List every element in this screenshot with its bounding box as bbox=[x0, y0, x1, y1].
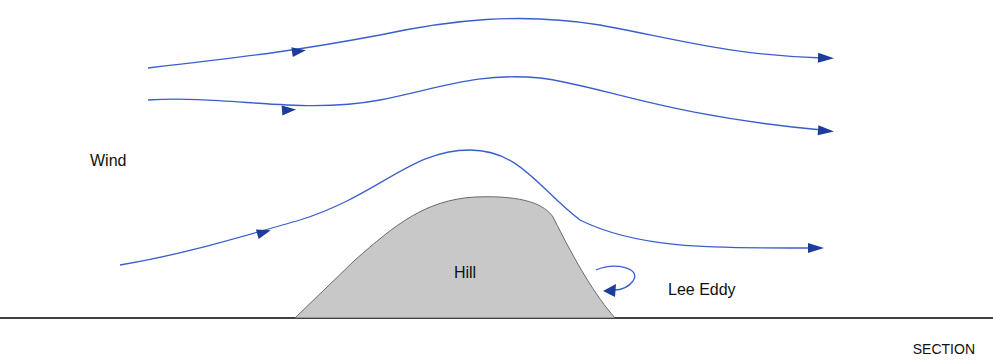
text-label: Lee Eddy bbox=[668, 281, 736, 299]
streamline bbox=[148, 18, 822, 68]
arrowhead bbox=[818, 53, 834, 64]
node-label: Hill bbox=[454, 264, 476, 282]
text-label: Wind bbox=[90, 152, 126, 170]
streamline bbox=[148, 77, 822, 130]
arrowhead bbox=[808, 243, 824, 253]
arrowhead bbox=[282, 105, 297, 116]
arrowhead bbox=[291, 45, 306, 57]
hill-fill bbox=[295, 197, 615, 318]
hill-shape: Hill bbox=[295, 195, 615, 318]
arrowhead bbox=[603, 284, 616, 297]
arrowhead bbox=[818, 125, 835, 136]
arrowhead bbox=[256, 226, 272, 239]
hill-outline bbox=[295, 195, 615, 318]
text-label: SECTION bbox=[913, 341, 975, 357]
